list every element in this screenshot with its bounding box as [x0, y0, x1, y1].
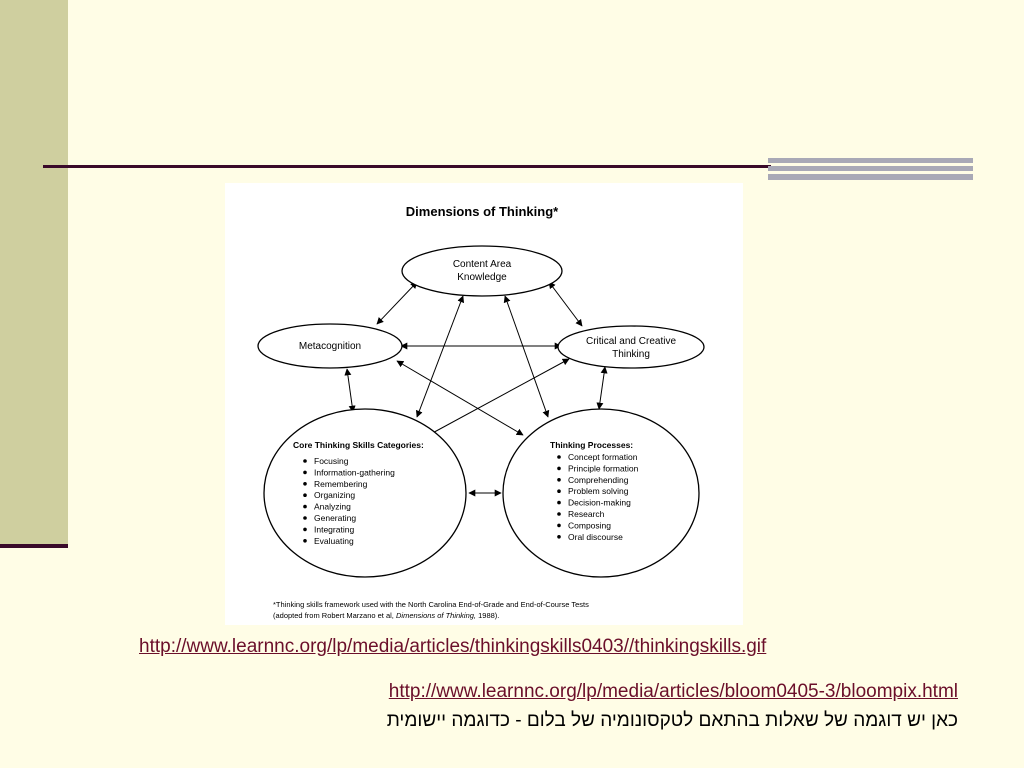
process-item: Research — [568, 509, 605, 519]
node-critical-creative — [557, 325, 705, 369]
core-skill-bullet — [303, 470, 307, 475]
diagram-svg: Dimensions of Thinking* Content Area Kno… — [257, 204, 705, 620]
title-divider — [43, 165, 771, 168]
process-item: Decision-making — [568, 498, 631, 508]
process-bullet — [557, 523, 561, 528]
core-skill-bullet — [303, 516, 307, 520]
node-metacognition — [257, 323, 403, 369]
divider-accent — [768, 158, 973, 180]
node-critical-creative-line2: Thinking — [612, 349, 650, 360]
process-bullet — [557, 478, 561, 482]
core-skill-item: Generating — [314, 513, 356, 523]
footnote-line2: (adopted from Robert Marzano et al, Dime… — [273, 611, 499, 620]
core-skill-bullet — [303, 504, 307, 509]
process-bullet — [557, 512, 561, 516]
arrow-critical-core — [426, 358, 570, 437]
process-item: Principle formation — [568, 463, 639, 473]
dimensions-of-thinking-figure: Dimensions of Thinking* Content Area Kno… — [225, 183, 743, 625]
core-skills-list: FocusingInformation-gatheringRemembering… — [303, 456, 395, 546]
arrow-content-critical — [548, 281, 583, 327]
sidebar-bottom-rule — [0, 544, 68, 548]
core-skill-item: Remembering — [314, 479, 368, 489]
core-skill-item: Information-gathering — [314, 467, 395, 477]
node-core-skills-heading: Core Thinking Skills Categories: — [293, 440, 424, 450]
process-bullet — [557, 455, 561, 459]
process-bullet — [557, 466, 561, 471]
node-content-area-line1: Content Area — [453, 259, 512, 270]
bloompix-link[interactable]: http://www.learnnc.org/lp/media/articles… — [388, 681, 958, 702]
node-content-area — [401, 245, 563, 297]
core-skill-bullet — [303, 459, 307, 463]
footnote-line1: *Thinking skills framework used with the… — [273, 600, 589, 609]
process-bullet — [557, 535, 561, 539]
arrow-critical-processes — [596, 366, 608, 410]
connector-arrows — [344, 281, 608, 497]
sidebar-band — [0, 0, 68, 545]
core-skill-bullet — [303, 527, 307, 532]
process-bullet — [557, 489, 561, 494]
core-skill-bullet — [303, 482, 307, 486]
core-skill-bullet — [303, 539, 307, 543]
node-critical-creative-line1: Critical and Creative — [586, 336, 676, 347]
process-item: Concept formation — [568, 452, 638, 462]
figure-title: Dimensions of Thinking* — [406, 204, 559, 219]
core-skill-item: Evaluating — [314, 536, 354, 546]
core-skill-item: Integrating — [314, 524, 354, 534]
core-skill-item: Focusing — [314, 456, 349, 466]
hebrew-caption: כאן יש דוגמה של שאלות בהתאם לטקסונומיה ש… — [386, 710, 958, 731]
node-thinking-processes — [502, 408, 700, 578]
node-processes-heading: Thinking Processes: — [550, 440, 633, 450]
process-bullet — [557, 500, 561, 505]
node-content-area-line2: Knowledge — [457, 272, 507, 283]
core-skill-item: Analyzing — [314, 502, 351, 512]
node-metacognition-label: Metacognition — [299, 341, 361, 352]
arrow-content-metacognition — [376, 281, 418, 325]
thinkingskills-gif-link[interactable]: http://www.learnnc.org/lp/media/articles… — [139, 636, 767, 657]
core-skill-item: Organizing — [314, 490, 355, 500]
process-item: Composing — [568, 520, 611, 530]
core-skill-bullet — [303, 493, 307, 498]
process-item: Comprehending — [568, 475, 629, 485]
arrow-content-processes — [503, 295, 550, 418]
process-item: Problem solving — [568, 486, 629, 496]
arrow-content-core — [415, 295, 465, 418]
process-item: Oral discourse — [568, 532, 623, 542]
arrow-metacognition-core — [344, 368, 356, 413]
node-core-skills — [263, 408, 467, 578]
